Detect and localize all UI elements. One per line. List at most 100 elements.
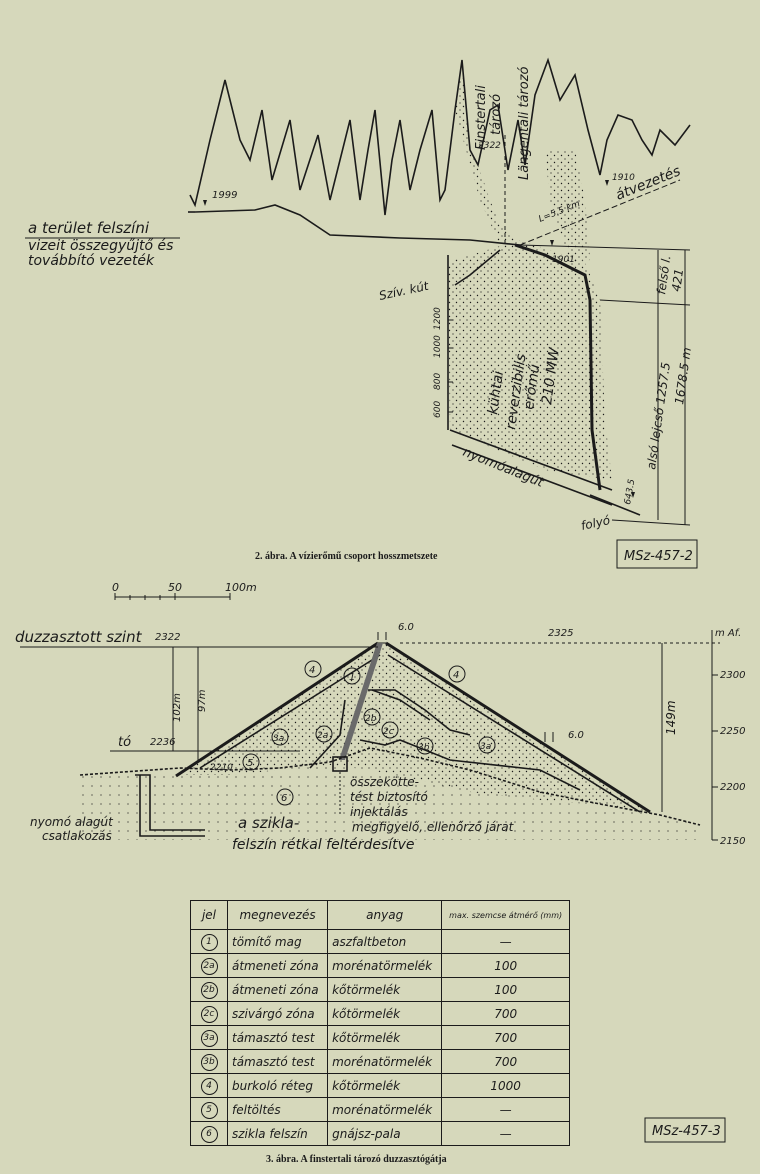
zone-4-inner-down bbox=[387, 654, 641, 813]
label-lake: tó bbox=[118, 735, 131, 750]
row-name: szikla felszín bbox=[226, 1121, 329, 1146]
figure-3-caption: 3. ábra. A finstertali tározó duzzasztóg… bbox=[266, 1154, 447, 1165]
tick-1200: 1200 bbox=[433, 307, 443, 330]
row-size: — bbox=[441, 1121, 570, 1146]
label-injection-3: injektálás bbox=[350, 805, 408, 819]
row-marker: 1 bbox=[200, 933, 218, 951]
label-plant-3: erőmű bbox=[521, 363, 543, 410]
row-name: feltöltés bbox=[226, 1097, 329, 1122]
collector-pipeline bbox=[194, 204, 521, 246]
table-row: 3b támasztó test morénatörmelék 700 bbox=[190, 1049, 570, 1074]
transfer-line bbox=[519, 179, 681, 246]
figure-2-longitudinal-section: a terület felszíni vizeit összegyűjtő és… bbox=[25, 57, 698, 569]
label-plant-1: kühtai bbox=[485, 370, 507, 416]
asphalt-core bbox=[339, 643, 383, 760]
zone-markers: 4 4 1 2b 2c 2a 3a 3b 3a 5 6 bbox=[242, 660, 496, 806]
river-line bbox=[589, 494, 641, 516]
row-marker: 3a bbox=[200, 1029, 218, 1047]
ground-line bbox=[79, 747, 701, 826]
label-pool: duzzasztott szint bbox=[15, 628, 143, 646]
row-size: 700 bbox=[441, 1049, 570, 1074]
zone-5: 5 bbox=[247, 758, 253, 769]
label-elev-1999: 1999 bbox=[212, 190, 237, 201]
row-size: 1000 bbox=[441, 1073, 570, 1098]
materials-table: jel megnevezés anyag max. szemcse átmérő… bbox=[190, 900, 570, 1146]
row-material: morénatörmelék bbox=[327, 953, 443, 978]
label-h149: 149m bbox=[664, 700, 678, 735]
label-surge-shaft: Szív. kút bbox=[378, 279, 431, 303]
label-tunnel-2: csatlakozás bbox=[42, 829, 112, 843]
row-marker: 5 bbox=[200, 1101, 218, 1119]
zone-2a-boundary bbox=[309, 699, 346, 769]
scale-0: 0 bbox=[112, 581, 119, 594]
foundation-fill bbox=[80, 765, 700, 840]
label-tunnel-1: nyomó alagút bbox=[30, 815, 114, 829]
tick-1000: 1000 bbox=[433, 335, 443, 358]
tick-600: 600 bbox=[433, 401, 443, 418]
table-row: 1 tömítő mag aszfaltbeton — bbox=[190, 929, 570, 954]
table-row: 6 szikla felszín gnájsz-pala — bbox=[190, 1121, 570, 1146]
axis-tick-2250: 2250 bbox=[720, 726, 745, 737]
headrace-pipe bbox=[514, 243, 602, 491]
scale-50: 50 bbox=[168, 581, 182, 594]
label-finstertal-2: tározó bbox=[489, 94, 504, 135]
table-row: 2a átmeneti zóna morénatörmelék 100 bbox=[190, 953, 570, 978]
axis-tick-2200: 2200 bbox=[720, 782, 745, 793]
penstock-2 bbox=[454, 249, 501, 286]
dam-downstream-face bbox=[385, 641, 651, 814]
row-material: kőtörmelék bbox=[327, 1073, 443, 1098]
row-size: 700 bbox=[441, 1001, 570, 1026]
mountain-profile bbox=[189, 57, 691, 216]
dim-guide-mid bbox=[599, 299, 691, 306]
row-material: gnájsz-pala bbox=[327, 1121, 443, 1146]
label-upper-head: felső l. bbox=[654, 254, 673, 295]
label-elev-643: 643.5 bbox=[623, 478, 637, 505]
label-h97: 97m bbox=[197, 689, 208, 712]
inspection-gallery bbox=[332, 756, 348, 772]
label-rock-1: a szikla- bbox=[238, 814, 299, 832]
scale-100: 100m bbox=[225, 581, 257, 594]
header-name: megnevezés bbox=[226, 900, 329, 930]
label-collector-3: továbbító vezeték bbox=[28, 253, 155, 269]
table-row: 3a támasztó test kőtörmelék 700 bbox=[190, 1025, 570, 1050]
label-injection-2: tést biztosító bbox=[350, 790, 428, 804]
stamp-box-2 bbox=[616, 539, 698, 569]
label-rock-2: felszín rétkal feltérdesítve bbox=[232, 837, 415, 853]
figure-3-stamp: MSz-457-3 bbox=[652, 1124, 721, 1139]
row-name: tömítő mag bbox=[226, 929, 329, 954]
zone-4-right: 4 bbox=[453, 670, 459, 681]
label-total-head: 1678.5 m bbox=[672, 347, 694, 406]
label-lower-head: alsó lejcső 1257.5 bbox=[644, 361, 673, 470]
row-marker: 2a bbox=[200, 957, 218, 975]
row-marker: 6 bbox=[200, 1125, 218, 1143]
label-axis-unit: m Af. bbox=[715, 628, 741, 639]
label-pool-value: 2322 bbox=[155, 632, 180, 643]
tunnel-line bbox=[449, 429, 613, 491]
figure-2-caption: 2. ábra. A vízierőmű csoport hosszmetsze… bbox=[255, 551, 438, 562]
table-row: 4 burkoló réteg kőtörmelék 1000 bbox=[190, 1073, 570, 1098]
label-lake-value: 2236 bbox=[150, 737, 175, 748]
label-river: folyó bbox=[580, 513, 612, 533]
row-marker: 4 bbox=[200, 1077, 218, 1095]
row-marker: 2b bbox=[200, 981, 218, 999]
zone-1: 1 bbox=[349, 672, 355, 683]
header-material: anyag bbox=[327, 900, 443, 930]
dim-guide-top bbox=[519, 244, 691, 251]
zone-2a: 2a bbox=[317, 731, 328, 741]
row-size: — bbox=[441, 929, 570, 954]
row-size: 100 bbox=[441, 977, 570, 1002]
table-header-row: jel megnevezés anyag max. szemcse átmérő… bbox=[190, 900, 570, 930]
axis-tick-2300: 2300 bbox=[720, 670, 745, 681]
dam-upstream-face bbox=[175, 641, 379, 778]
row-name: támasztó test bbox=[226, 1025, 329, 1050]
figure-3-dam-section: 0 50 100m bbox=[15, 581, 745, 1165]
zone-2b: 2b bbox=[365, 714, 377, 724]
tunnel-connection bbox=[135, 774, 205, 831]
row-material: kőtörmelék bbox=[327, 1001, 443, 1026]
row-material: morénatörmelék bbox=[327, 1097, 443, 1122]
label-finstertal: Finstertali bbox=[474, 85, 489, 150]
label-langental: Längentali tározó bbox=[517, 66, 532, 180]
label-collector-2: vizeit összegyűjtő és bbox=[28, 238, 173, 254]
finstertal-reservoir-fill bbox=[455, 60, 515, 245]
